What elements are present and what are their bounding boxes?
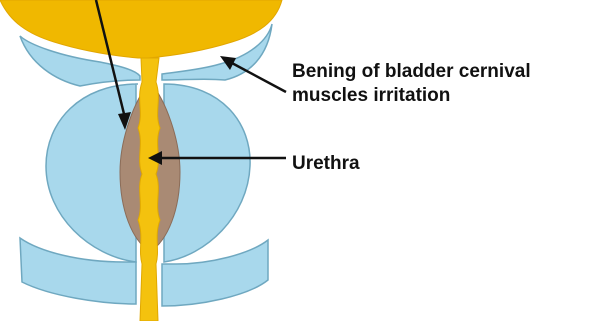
bladder-neck-label-line2: muscles irritation (292, 84, 531, 108)
arrow-bladder-line (230, 62, 286, 92)
urethra-label: Urethra (292, 152, 360, 176)
bladder-neck-label: Bening of bladder cernival muscles irrit… (292, 60, 531, 108)
urethra-channel (138, 58, 160, 321)
bladder-neck-label-line1: Bening of bladder cernival (292, 60, 531, 84)
